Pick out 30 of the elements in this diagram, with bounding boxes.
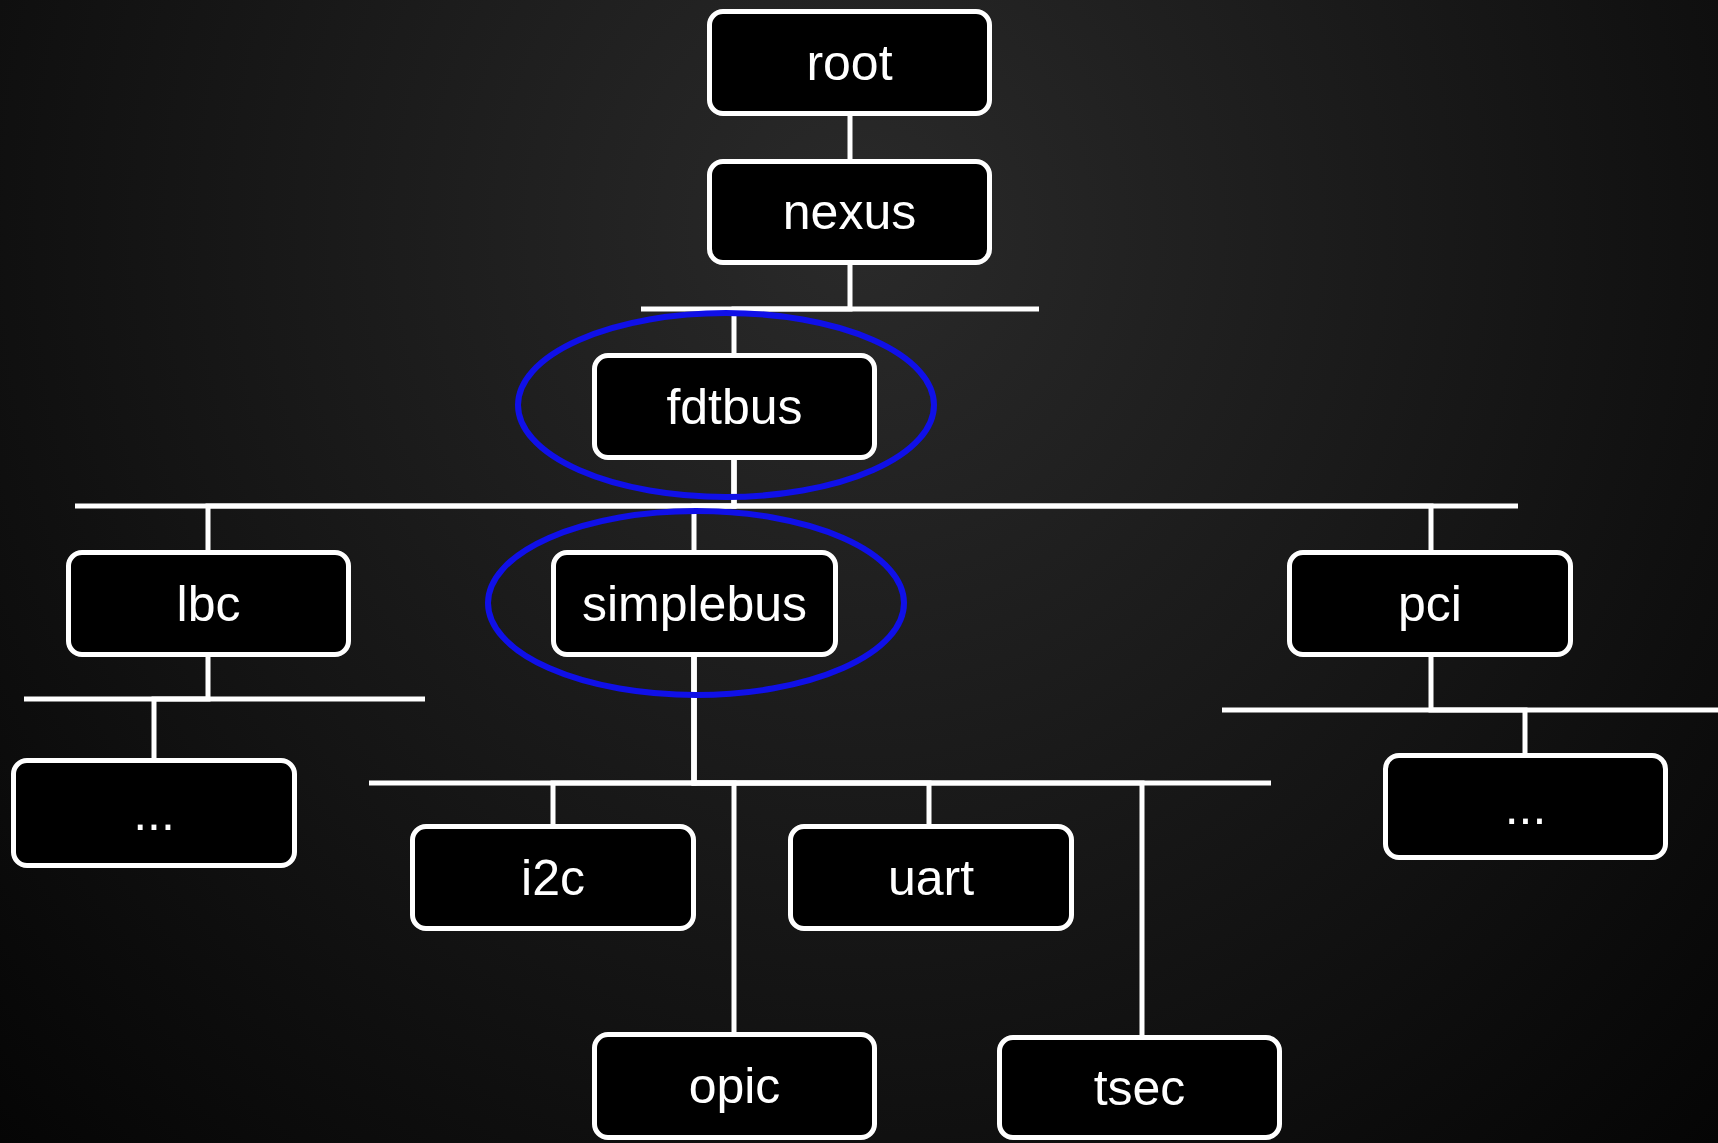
node-box [1383, 753, 1668, 860]
connector-line [1428, 657, 1528, 753]
connector-line [151, 657, 211, 758]
node-box [551, 550, 838, 657]
node-label: pci [1398, 574, 1462, 633]
node-box [410, 824, 696, 931]
node-box [1287, 550, 1573, 657]
node-box [11, 758, 297, 868]
node-label: simplebus [581, 574, 808, 633]
node-label: nexus [782, 183, 917, 241]
node-box [997, 1035, 1282, 1140]
connector-line [731, 265, 853, 353]
node-label: uart [887, 848, 975, 907]
node-box [592, 353, 877, 460]
node-label: tsec [1093, 1058, 1186, 1117]
node-label: ... [133, 784, 175, 842]
node-label: fdtbus [666, 377, 803, 436]
node-box [788, 824, 1074, 931]
node-label: opic [688, 1057, 781, 1115]
node-label: ... [1504, 777, 1547, 836]
node-box [707, 159, 992, 265]
node-label: lbc [176, 574, 241, 633]
connector-line [731, 460, 1434, 550]
node-box [707, 9, 992, 116]
node-label: i2c [521, 848, 585, 907]
connector-line [847, 116, 853, 159]
node-label: root [806, 33, 893, 92]
node-box [592, 1032, 877, 1140]
connector-line [691, 657, 1145, 1035]
node-box [66, 550, 351, 657]
